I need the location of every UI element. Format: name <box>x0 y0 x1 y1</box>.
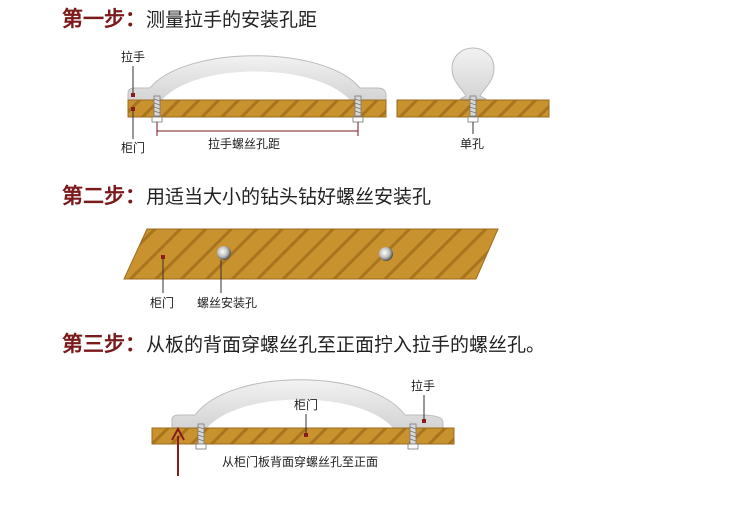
step-1-label: 第一步： <box>62 7 146 31</box>
step-2-heading: 第二步： 用适当大小的钻头钻好螺丝安装孔 <box>62 180 431 210</box>
step-3-label: 第三步： <box>62 332 146 356</box>
insert-arrow-head <box>171 426 185 441</box>
drilled-board <box>123 228 499 280</box>
handle-label: 拉手 <box>121 49 145 64</box>
step-2-text: 用适当大小的钻头钻好螺丝安装孔 <box>146 185 432 208</box>
handle-marker <box>131 93 135 97</box>
door-label-2: 柜门 <box>150 295 174 310</box>
diagram-1: 拉手螺丝孔距 拉手 柜门 单孔 <box>121 47 550 155</box>
diagram-3: 拉手 柜门 从柜门板背面穿螺丝孔至正面 <box>151 378 455 476</box>
single-hole-label: 单孔 <box>460 137 484 151</box>
screw-left-3 <box>195 423 207 450</box>
hole-distance-label: 拉手螺丝孔距 <box>208 136 280 151</box>
drilled-hole-left <box>217 246 231 260</box>
door-label: 柜门 <box>121 140 145 155</box>
step-1-text: 测量拉手的安装孔距 <box>146 8 318 31</box>
step-3-text: 从板的背面穿螺丝孔至正面拧入拉手的螺丝孔。 <box>146 333 546 356</box>
screw-right <box>352 95 364 123</box>
door-marker-2 <box>161 255 165 259</box>
handle-label-3: 拉手 <box>411 378 435 393</box>
screw-right-3 <box>407 423 419 450</box>
door-label-3: 柜门 <box>294 397 318 412</box>
knob <box>451 47 495 100</box>
cabinet-door-board-3 <box>151 427 455 445</box>
door-marker <box>131 107 135 111</box>
step-2-label: 第二步： <box>62 184 146 208</box>
cabinet-door-board <box>127 99 387 118</box>
drilled-hole-right <box>379 247 393 261</box>
diagram-2: 柜门 螺丝安装孔 <box>123 228 499 310</box>
hole-label-2: 螺丝安装孔 <box>197 295 257 310</box>
door-marker-3 <box>304 433 308 437</box>
handle-marker-3 <box>422 419 426 423</box>
screw-direction-label: 从柜门板背面穿螺丝孔至正面 <box>222 454 378 469</box>
knob-screw <box>467 95 479 123</box>
step-1-heading: 第一步： 测量拉手的安装孔距 <box>62 3 317 33</box>
step-3-heading: 第三步： 从板的背面穿螺丝孔至正面拧入拉手的螺丝孔。 <box>62 328 545 358</box>
